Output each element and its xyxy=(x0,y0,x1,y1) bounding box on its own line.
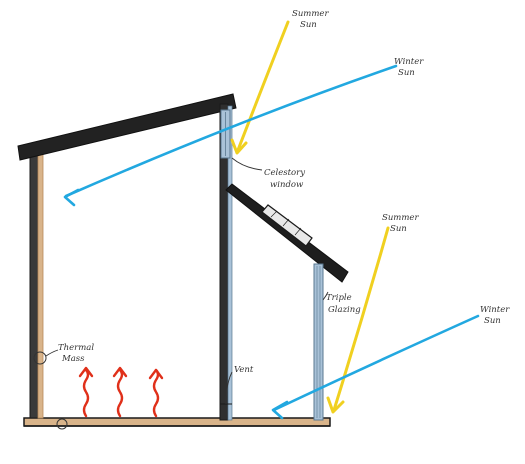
main-roof xyxy=(17,93,237,161)
vent-label: Vent xyxy=(234,365,254,375)
summer-sun-ray-top xyxy=(230,20,290,155)
vent-text: Vent xyxy=(234,365,254,375)
central-wall xyxy=(219,103,233,421)
heat-arrow-3 xyxy=(148,368,164,418)
celestory-window-label: Celestory window xyxy=(264,168,305,190)
floor-slab xyxy=(23,417,331,427)
winter-sun-top-line-1: Winter xyxy=(394,57,424,67)
thermal-mass-line-1: Thermal xyxy=(58,343,94,353)
thermal-mass-marker xyxy=(33,349,68,430)
clerestory-window xyxy=(220,109,231,159)
winter-sun-top-label: Winter Sun xyxy=(394,57,424,78)
winter-sun-top-line-2: Sun xyxy=(398,68,415,78)
celestory-window-line-2: window xyxy=(270,180,304,190)
triple-glazing-line-2: Glazing xyxy=(328,305,361,315)
winter-sun-right-line-1: Winter xyxy=(480,305,510,315)
left-wall xyxy=(29,151,44,419)
triple-glazing-line-1: Triple xyxy=(326,293,352,303)
heat-arrow-2 xyxy=(112,366,128,418)
celestory-window-line-1: Celestory xyxy=(264,168,305,178)
heat-arrow-1 xyxy=(78,366,94,418)
thermal-mass-line-2: Mass xyxy=(61,354,85,364)
thermal-mass-label: Thermal Mass xyxy=(58,343,94,364)
summer-sun-top-line-2: Sun xyxy=(300,20,317,30)
summer-sun-top-line-1: Summer xyxy=(292,9,329,19)
triple-glazing-wall xyxy=(313,263,324,421)
summer-sun-right-label: Summer Sun xyxy=(382,213,419,234)
summer-sun-ray-right xyxy=(326,226,390,414)
winter-sun-right-label: Winter Sun xyxy=(480,305,510,326)
winter-sun-ray-top xyxy=(63,64,398,207)
sunspace-roof xyxy=(225,183,349,283)
winter-sun-right-line-2: Sun xyxy=(484,316,501,326)
triple-glazing-label: Triple Glazing xyxy=(326,293,361,315)
label-leaders xyxy=(225,157,329,405)
winter-sun-ray-right xyxy=(271,314,480,420)
summer-sun-top-label: Summer Sun xyxy=(292,9,329,30)
summer-sun-right-line-1: Summer xyxy=(382,213,419,223)
summer-sun-right-line-2: Sun xyxy=(390,224,407,234)
solar-panel xyxy=(261,204,313,247)
